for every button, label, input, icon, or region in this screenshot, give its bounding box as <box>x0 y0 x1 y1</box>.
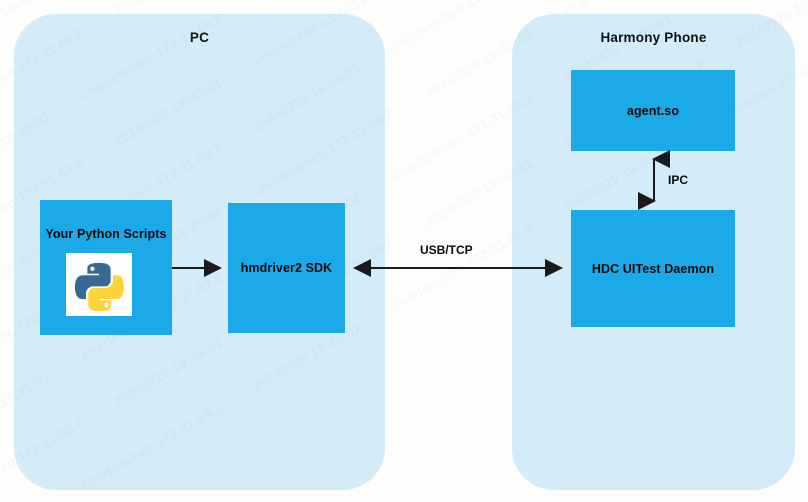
node-hmdriver2-sdk[interactable]: hmdriver2 SDK <box>228 203 345 333</box>
node-hmdriver2-sdk-label: hmdriver2 SDK <box>240 261 333 275</box>
watermark-text: charlenehen 172.31.69.2 <box>700 0 808 4</box>
connector-sdk-to-daemon-label: USB/TCP <box>420 243 473 257</box>
python-logo-icon <box>66 253 132 316</box>
container-harmony-phone-title: Harmony Phone <box>600 30 707 45</box>
node-agent-so[interactable]: agent.so <box>571 70 735 151</box>
node-python-scripts-label: Your Python Scripts <box>45 227 167 241</box>
connector-agent-to-daemon-label: IPC <box>668 173 689 187</box>
connector-sdk-to-daemon <box>353 259 563 277</box>
node-hdc-uitest-daemon-label: HDC UITest Daemon <box>591 261 715 276</box>
watermark-text: 20240920 19:45:01 <box>251 0 364 4</box>
connector-scripts-to-sdk <box>172 259 222 277</box>
python-logo-svg <box>74 262 125 311</box>
node-agent-so-label: agent.so <box>626 103 680 118</box>
node-hdc-uitest-daemon[interactable]: HDC UITest Daemon <box>571 210 735 327</box>
container-pc-title: PC <box>189 30 210 45</box>
connector-agent-to-daemon <box>638 150 670 210</box>
node-python-scripts[interactable]: Your Python Scripts <box>40 200 172 335</box>
